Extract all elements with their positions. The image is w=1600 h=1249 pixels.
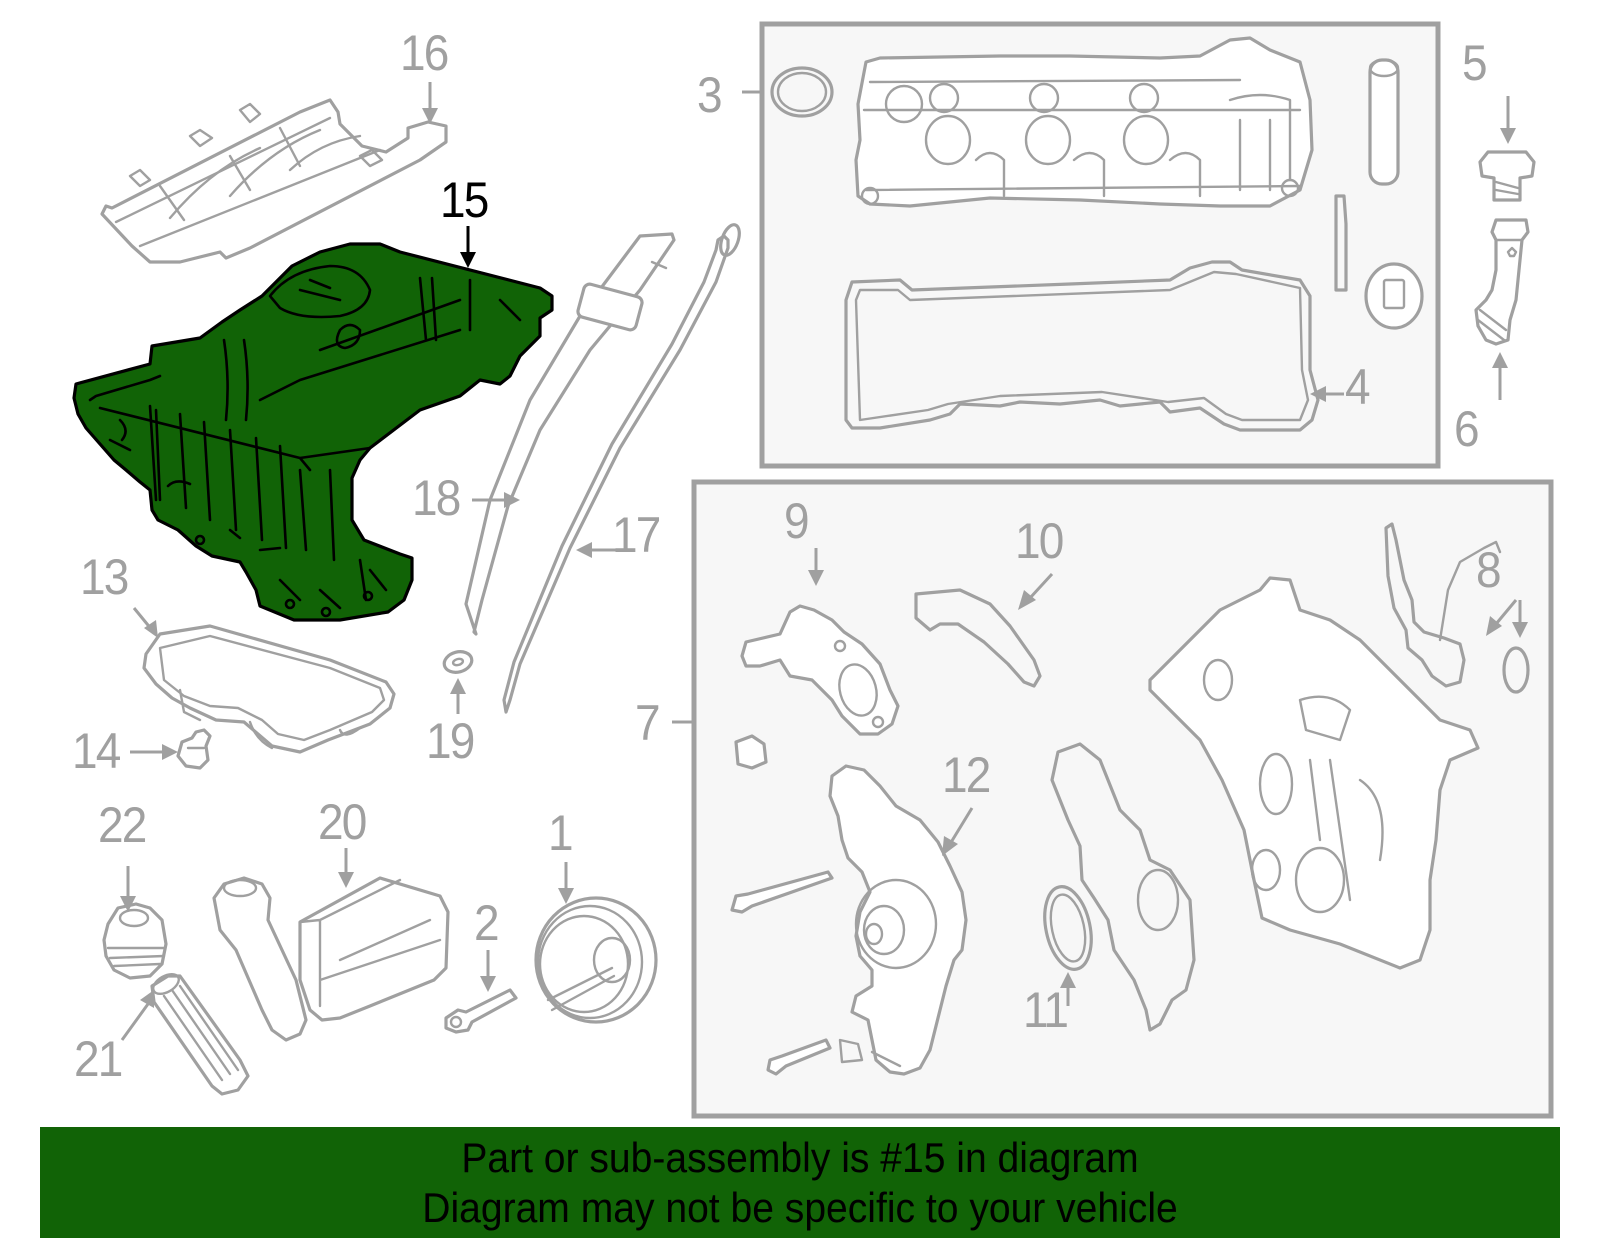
part-10-thermostat-gasket[interactable] — [914, 588, 1042, 688]
valve-cover-tube[interactable] — [1368, 58, 1400, 186]
callout-21[interactable]: 21 — [74, 1031, 123, 1087]
part-3-seal-ring[interactable] — [770, 66, 834, 118]
timing-bolt-long[interactable] — [730, 870, 834, 914]
callout-9[interactable]: 9 — [784, 493, 810, 549]
part-13-lower-oil-pan[interactable] — [142, 624, 396, 754]
valve-cover-pin[interactable] — [1334, 194, 1348, 292]
arrow-12 — [948, 807, 974, 845]
arrow-10 — [1028, 572, 1054, 600]
callout-18[interactable]: 18 — [412, 470, 461, 526]
callout-5[interactable]: 5 — [1462, 35, 1488, 91]
callout-12[interactable]: 12 — [942, 747, 991, 803]
callout-6[interactable]: 6 — [1454, 401, 1480, 457]
part-9-thermostat-housing[interactable] — [740, 604, 900, 736]
callout-14[interactable]: 14 — [72, 723, 121, 779]
arrow-21 — [120, 1003, 150, 1041]
part-info-banner: Part or sub-assembly is #15 in diagram D… — [40, 1127, 1560, 1238]
callout-15[interactable]: 15 — [440, 172, 489, 228]
part-22-oil-filter-cap[interactable] — [102, 902, 168, 980]
callout-3[interactable]: 3 — [697, 67, 723, 123]
part-21-oil-filter-element[interactable] — [150, 970, 250, 1096]
callout-11[interactable]: 11 — [1023, 982, 1069, 1038]
callout-22[interactable]: 22 — [98, 797, 147, 853]
part-20-oil-filter-housing[interactable] — [212, 876, 450, 1042]
part-4-valve-cover-gasket[interactable] — [844, 260, 1320, 432]
callout-19[interactable]: 19 — [426, 713, 475, 769]
callout-16[interactable]: 16 — [400, 25, 449, 81]
arrow-8a — [1494, 599, 1518, 625]
callout-17[interactable]: 17 — [612, 507, 661, 563]
part-16-windage-tray[interactable] — [100, 98, 448, 264]
part-1-crankshaft-pulley[interactable] — [534, 896, 658, 1024]
valve-cover-plug[interactable] — [1364, 262, 1424, 330]
callout-10[interactable]: 10 — [1015, 513, 1064, 569]
valve-cover[interactable] — [854, 36, 1314, 208]
callout-20[interactable]: 20 — [318, 794, 367, 850]
part-5-oil-filler-cap[interactable] — [1478, 150, 1536, 202]
callout-2[interactable]: 2 — [474, 895, 500, 951]
callout-1[interactable]: 1 — [548, 805, 574, 861]
timing-bolt-short[interactable] — [766, 1038, 832, 1076]
callout-8[interactable]: 8 — [1476, 542, 1502, 598]
part-19-washer[interactable] — [442, 649, 474, 676]
part-8-timing-cover-gaskets[interactable] — [1384, 522, 1530, 694]
part-12-water-pump[interactable] — [828, 764, 968, 1076]
timing-small-fitting[interactable] — [734, 734, 768, 770]
callout-7[interactable]: 7 — [635, 695, 661, 751]
timing-cover-gasket[interactable] — [1050, 742, 1196, 1032]
banner-part-number-text: Part or sub-assembly is #15 in diagram — [461, 1133, 1139, 1181]
part-17-dipstick[interactable] — [502, 222, 743, 714]
part-6-oil-filler-tube[interactable] — [1474, 218, 1530, 346]
callout-13[interactable]: 13 — [80, 549, 129, 605]
part-14-drain-plug[interactable] — [176, 728, 212, 770]
part-18-dipstick-tube[interactable] — [464, 232, 676, 636]
part-15-oil-pan[interactable] — [72, 242, 554, 622]
banner-disclaimer-text: Diagram may not be specific to your vehi… — [422, 1183, 1178, 1231]
part-2-pulley-bolt[interactable] — [444, 988, 518, 1034]
timing-cover[interactable] — [1148, 576, 1480, 970]
callout-4[interactable]: 4 — [1345, 359, 1371, 415]
part-11-crank-seal[interactable] — [1038, 882, 1099, 973]
